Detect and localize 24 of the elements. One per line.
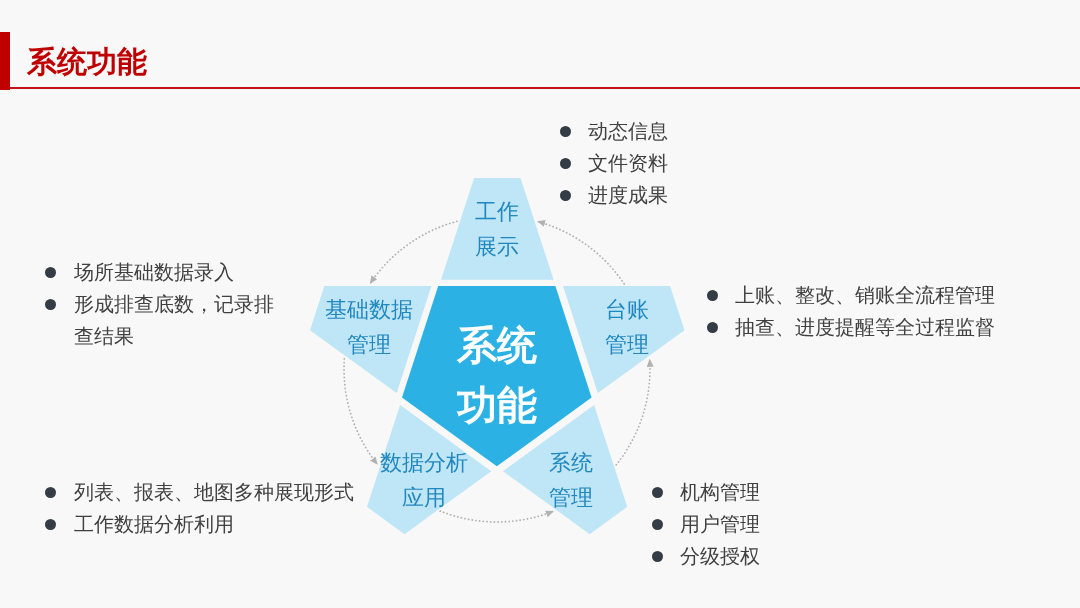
bullet-text: 分级授权 — [680, 543, 760, 570]
cycle-arrow — [343, 357, 379, 466]
bullet-text: 进度成果 — [588, 182, 668, 209]
bullet-text: 文件资料 — [588, 150, 668, 177]
bullet-text: 列表、报表、地图多种展现形式 — [74, 479, 354, 506]
arm-label: 数据分析应用 — [379, 449, 469, 512]
bullet-text: 场所基础数据录入 — [74, 259, 234, 286]
cycle-arrow — [368, 220, 458, 285]
bullet-text: 上账、整改、销账全流程管理 — [735, 282, 995, 309]
arm-label: 基础数据管理 — [324, 296, 414, 359]
slide-title: 系统功能 — [27, 43, 147, 81]
bullet-text: 工作数据分析利用 — [74, 511, 234, 538]
arm-label: 台账管理 — [604, 296, 650, 359]
bullet-text: 抽查、进度提醒等全过程监督 — [735, 314, 995, 341]
arm-label: 工作展示 — [474, 198, 520, 261]
cycle-arrow — [536, 220, 626, 285]
center-label: 系统功能 — [456, 321, 538, 430]
arm-label: 系统管理 — [548, 449, 594, 512]
bullet-text: 机构管理 — [680, 479, 760, 506]
bullet-text: 形成排查底数，记录排查结果 — [74, 291, 275, 350]
bullet-text: 用户管理 — [680, 511, 760, 538]
bullet-text: 动态信息 — [588, 118, 668, 145]
cycle-arrow — [439, 510, 555, 523]
cycle-arrow — [615, 357, 654, 466]
